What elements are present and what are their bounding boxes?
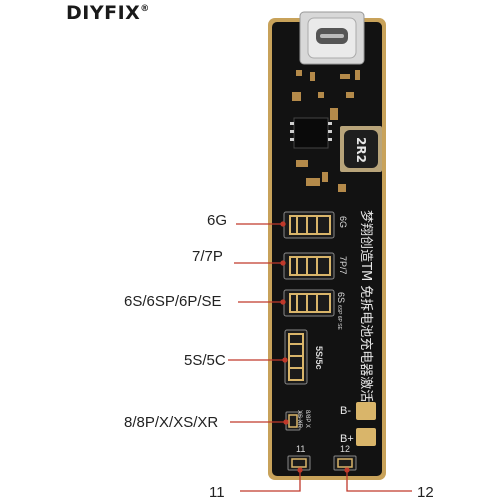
battery-pads: B- B+ <box>340 402 376 446</box>
pad-group-11-12: 11 12 <box>287 444 357 471</box>
callout-5s-5c: 5S/5C <box>184 352 226 369</box>
callout-6g: 6G <box>207 212 228 229</box>
callout-8-8p-x-xs-xr: 8/8P/X/XS/XR <box>124 414 219 431</box>
callout-6s-6sp-6p-se: 6S/6SP/6P/SE <box>124 293 222 310</box>
brand-logo: DIYFIX® <box>66 2 150 24</box>
silk-7: 7P/7 <box>338 256 348 275</box>
silk-5s: 5S/5c <box>314 346 324 370</box>
ic-chip <box>290 117 332 149</box>
pad-group-6s: 6S 6SP 6P SE <box>283 289 346 330</box>
smd-components-top <box>292 70 360 101</box>
callout-12: 12 <box>417 484 434 501</box>
silk-6s-models: 6SP 6P SE <box>336 305 342 330</box>
silk-12: 12 <box>340 444 350 454</box>
callout-7-7p: 7/7P <box>192 248 223 265</box>
pad-group-5s: 5S/5c <box>284 329 324 385</box>
silk-bplus: B+ <box>340 433 354 445</box>
usb-c-port <box>299 11 365 65</box>
silk-8b: XS XR <box>296 410 302 429</box>
smd-components-mid <box>296 108 346 192</box>
inductor-2r2: 2R2 <box>340 126 382 172</box>
brand-name: DIYFIX <box>66 2 141 24</box>
silk-8: 8/8P X <box>304 410 310 428</box>
silk-6g: 6G <box>338 216 348 228</box>
silk-11: 11 <box>296 444 305 454</box>
pad-group-7: 7P/7 <box>283 252 348 280</box>
callout-leaders <box>228 221 412 492</box>
silk-bminus: B- <box>340 405 351 417</box>
board-title-silkscreen: 梦翔创造TM 免拆电池充电器激活板 <box>358 210 374 415</box>
callout-11: 11 <box>209 484 225 501</box>
silk-6s: 6S <box>336 292 346 303</box>
registered-mark: ® <box>140 4 150 14</box>
inductor-label: 2R2 <box>354 137 368 163</box>
pad-group-8: 8/8P X XS XR <box>285 410 310 431</box>
pad-group-6g: 6G <box>283 211 348 239</box>
